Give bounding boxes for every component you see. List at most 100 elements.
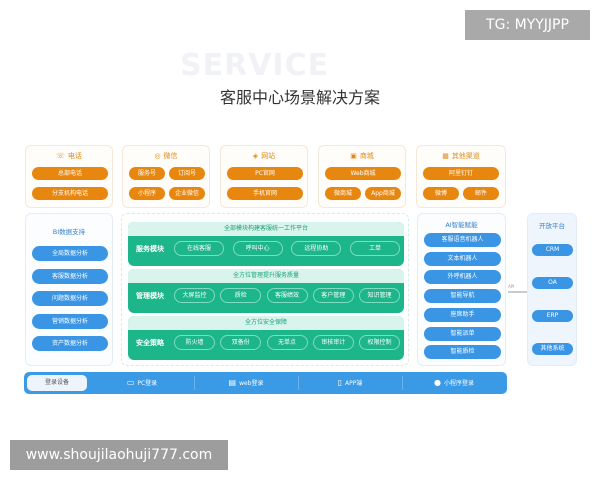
monitor-icon: ▭ [126, 378, 135, 387]
channel-item[interactable]: App商城 [365, 187, 401, 200]
channel-item[interactable]: 微商城 [325, 187, 361, 200]
ai-title: AI智能赋能 [445, 221, 478, 229]
module-item[interactable]: 客户管理 [312, 288, 354, 303]
ai-item[interactable]: 客服语音机器人 [424, 233, 501, 247]
open-item[interactable]: OA [532, 277, 573, 289]
grid-icon: ▦ [442, 152, 449, 160]
watermark-bottom: www.shoujilaohuji777.com [10, 440, 228, 470]
login-device-item[interactable]: ▤web登录 [194, 372, 298, 394]
platform-panel: 全部模块构建客服统一工作平台服务模块 在线客服呼叫中心远程协助工单全方位管理提升服… [121, 213, 409, 366]
ai-item[interactable]: 智能派单 [424, 326, 501, 341]
channel-header: ▦其他渠道 [417, 151, 505, 163]
block-header: 全部模块构建客服统一工作平台 [128, 222, 404, 236]
website-icon: ◈ [252, 152, 259, 160]
channel-item[interactable]: Web商城 [325, 167, 401, 180]
channel-item[interactable]: 小程序 [129, 187, 165, 200]
channel-item[interactable]: 阿里钉钉 [423, 167, 499, 180]
ai-item[interactable]: 外呼机器人 [424, 270, 501, 285]
channel-card: ◎微信服务号订阅号小程序企业微信 [122, 145, 210, 208]
module-item[interactable]: 工单 [350, 241, 400, 256]
api-label: API [508, 284, 515, 289]
channel-card: ▣商城 Web商城微商城 App商城 [318, 145, 406, 208]
login-devices-label: 登录设备 [27, 375, 87, 391]
api-arrow-icon [508, 291, 527, 293]
channel-item[interactable]: 微博 [423, 187, 459, 200]
bi-item[interactable]: 营销数据分析 [32, 313, 108, 329]
channel-item[interactable]: 企业微信 [169, 187, 205, 200]
channel-title: 商城 [359, 152, 374, 160]
module-item[interactable]: 在线客服 [174, 241, 224, 256]
channel-item[interactable]: 手机官网 [227, 187, 303, 200]
module-item[interactable]: 权限控制 [359, 335, 400, 350]
browser-icon: ▤ [228, 378, 237, 387]
login-device-label: APP端 [345, 380, 363, 387]
channel-header: ▣商城 [319, 151, 405, 163]
channel-card: ☏电话总部电话分支机构电话 [25, 145, 113, 208]
bi-item[interactable]: 全局数据分析 [32, 246, 108, 261]
channel-header: ◎微信 [123, 151, 209, 163]
module-item[interactable]: 质检 [220, 288, 262, 303]
block-header: 全方位管理提升服务质量 [128, 269, 404, 283]
divider [402, 376, 403, 390]
channel-title: 其他渠道 [451, 152, 480, 160]
channel-item[interactable]: 邮件 [463, 187, 499, 200]
open-item[interactable]: ERP [532, 310, 573, 322]
channel-header: ◈网站 [221, 151, 307, 163]
phone-device-icon: ▯ [337, 378, 343, 387]
ai-item[interactable]: 文本机器人 [424, 251, 501, 266]
channel-title: 电话 [67, 152, 82, 160]
module-item[interactable]: 呼叫中心 [232, 241, 283, 256]
miniprogram-icon: ● [434, 378, 441, 387]
channel-item[interactable]: 分支机构电话 [32, 187, 108, 200]
channel-card: ▦其他渠道阿里钉钉微博邮件 [416, 145, 506, 208]
divider [194, 376, 195, 390]
ai-item[interactable]: 智能质检 [424, 345, 501, 360]
divider [298, 376, 299, 390]
wechat-icon: ◎ [154, 152, 161, 160]
ai-panel: AI智能赋能 客服语音机器人文本机器人外呼机器人智能导航座席助手智能派单智能质检 [417, 213, 506, 366]
login-devices-bar: 登录设备 ▭PC登录▤web登录▯APP端●小程序登录 [24, 372, 507, 394]
block-header: 全方位安全保障 [128, 316, 404, 330]
page-title: 客服中心场景解决方案 [219, 88, 380, 107]
platform-block: 全部模块构建客服统一工作平台服务模块 在线客服呼叫中心远程协助工单 [128, 222, 404, 266]
channel-title: 网站 [261, 152, 276, 160]
channel-title: 微信 [163, 152, 178, 160]
open-platform-panel: 开放平台 CRM OA ERP 其他系统 [527, 213, 577, 366]
block-label: 服务模块 [136, 245, 164, 253]
open-item[interactable]: 其他系统 [532, 343, 573, 355]
bi-item[interactable]: 问题数据分析 [32, 291, 108, 306]
channel-item[interactable]: 订阅号 [169, 167, 205, 180]
open-title: 开放平台 [539, 222, 565, 230]
login-device-label: web登录 [239, 380, 264, 387]
module-item[interactable]: 无单点 [266, 335, 308, 350]
background-word: SERVICE [180, 48, 330, 83]
block-label: 管理模块 [136, 292, 164, 300]
module-item[interactable]: 双备份 [220, 335, 262, 350]
ai-item[interactable]: 座席助手 [424, 307, 501, 322]
login-device-item[interactable]: ●小程序登录 [402, 372, 506, 394]
bi-item[interactable]: 客服数据分析 [32, 268, 108, 284]
channel-card: ◈网站 PC官网手机官网 [220, 145, 308, 208]
open-item[interactable]: CRM [532, 244, 573, 256]
channel-item[interactable]: 总部电话 [32, 167, 108, 180]
channel-header: ☏电话 [26, 151, 112, 163]
module-item[interactable]: 防火墙 [174, 335, 215, 350]
module-item[interactable]: 大屏监控 [174, 288, 215, 303]
bi-panel: BI数据支持 全局数据分析客服数据分析问题数据分析营销数据分析资产数据分析 [25, 213, 113, 366]
channel-item[interactable]: PC官网 [227, 167, 303, 180]
module-item[interactable]: 审核审计 [312, 335, 354, 350]
login-device-item[interactable]: ▭PC登录 [90, 372, 194, 394]
channel-item[interactable]: 服务号 [129, 167, 165, 180]
block-label: 安全策略 [136, 339, 164, 347]
module-item[interactable]: 知识管理 [359, 288, 400, 303]
login-device-label: PC登录 [137, 380, 158, 387]
bi-title: BI数据支持 [52, 228, 86, 236]
ai-item[interactable]: 智能导航 [424, 289, 501, 304]
login-device-label: 小程序登录 [443, 380, 474, 387]
login-device-item[interactable]: ▯APP端 [298, 372, 402, 394]
mall-icon: ▣ [350, 152, 357, 160]
watermark-top: TG: MYYJJPP [465, 10, 590, 40]
module-item[interactable]: 客服绩效 [266, 288, 308, 303]
module-item[interactable]: 远程协助 [291, 241, 342, 256]
bi-item[interactable]: 资产数据分析 [32, 336, 108, 351]
